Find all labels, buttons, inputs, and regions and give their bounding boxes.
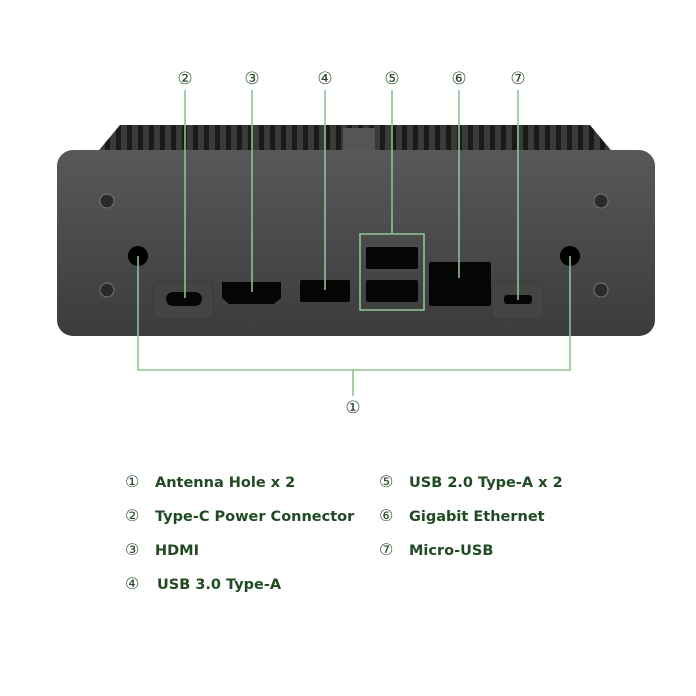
legend-num-5: ⑤ (379, 472, 393, 491)
callout-2: ② (177, 69, 192, 89)
legend-label-2: Type-C Power Connector (155, 509, 355, 525)
legend-label-3: HDMI (155, 543, 199, 559)
legend-num-6: ⑥ (379, 506, 393, 525)
legend-label-1: Antenna Hole x 2 (155, 475, 295, 491)
callout-lines (137, 90, 571, 396)
callout-1: ① (345, 398, 360, 418)
legend-label-4: USB 3.0 Type-A (157, 577, 282, 593)
typec-port (166, 292, 202, 306)
legend-num-3: ③ (125, 540, 139, 559)
legend: ① Antenna Hole x 2 ② Type-C Power Connec… (125, 472, 563, 593)
callout-6: ⑥ (451, 69, 466, 89)
legend-num-2: ② (125, 506, 139, 525)
screws (99, 193, 609, 298)
legend-num-1: ① (125, 472, 139, 491)
legend-label-7: Micro-USB (409, 543, 493, 559)
legend-label-6: Gigabit Ethernet (409, 509, 545, 525)
callout-3: ③ (244, 69, 259, 89)
legend-num-4: ④ (125, 574, 139, 593)
usb3-port (300, 280, 350, 302)
callout-4: ④ (317, 69, 332, 89)
device-body (57, 150, 655, 336)
usb2-port-top (366, 247, 418, 269)
usb2-port-bottom (366, 280, 418, 302)
hdmi-port (222, 282, 281, 304)
callout-7: ⑦ (510, 69, 525, 89)
legend-label-5: USB 2.0 Type-A x 2 (409, 475, 563, 491)
ethernet-port (429, 262, 491, 306)
callout-5: ⑤ (384, 69, 399, 89)
legend-num-7: ⑦ (379, 540, 393, 559)
